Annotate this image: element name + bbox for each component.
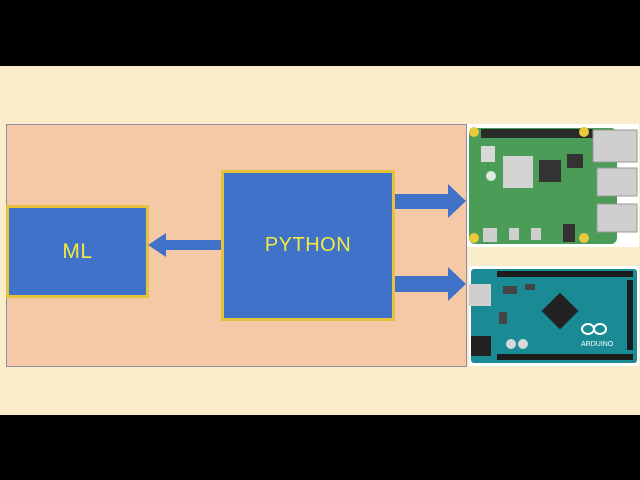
ml-label: ML [62,239,93,263]
python-box: PYTHON [221,170,395,321]
arduino-logo-text: ARDUINO [581,341,614,348]
arrow-python-to-ml [148,233,221,257]
arrow-python-to-arduino [395,267,466,301]
arrow-python-to-raspberry-pi [395,184,466,218]
ml-box: ML [6,205,149,298]
arduino-mega-board-image: ARDUINO [469,266,639,366]
raspberry-pi-board-image [467,124,639,247]
arrows-layer [148,184,466,301]
slide: ML PYTHON [0,66,640,415]
python-label: PYTHON [264,234,352,256]
